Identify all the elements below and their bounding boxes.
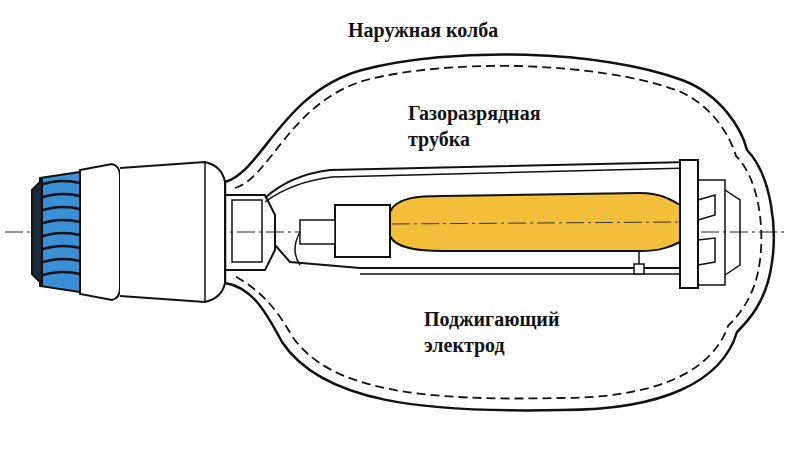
left-fitting bbox=[335, 205, 390, 257]
base-collar bbox=[80, 164, 120, 300]
part-label: Наружная колба bbox=[348, 17, 608, 43]
base-contact bbox=[32, 180, 42, 284]
part-label: Поджигающий электрод bbox=[424, 306, 624, 358]
arc-tube bbox=[390, 193, 680, 251]
bulb-neck bbox=[120, 162, 225, 302]
bulb-coating bbox=[235, 66, 761, 399]
stem-press bbox=[232, 200, 262, 262]
ignition-electrode bbox=[634, 264, 644, 274]
part-label: Газоразрядная трубка bbox=[408, 100, 578, 152]
neck-line bbox=[204, 162, 206, 302]
outer-bulb bbox=[225, 54, 774, 410]
right-frame bbox=[698, 180, 725, 285]
electrode-wire bbox=[638, 252, 640, 264]
right-springs bbox=[698, 190, 740, 275]
tube-axis bbox=[392, 222, 678, 224]
stem bbox=[225, 195, 275, 270]
screw-base bbox=[40, 172, 80, 292]
right-plate bbox=[680, 160, 698, 288]
left-connector bbox=[300, 220, 335, 244]
screw-threads bbox=[40, 181, 80, 276]
lead-wire bbox=[295, 232, 300, 265]
